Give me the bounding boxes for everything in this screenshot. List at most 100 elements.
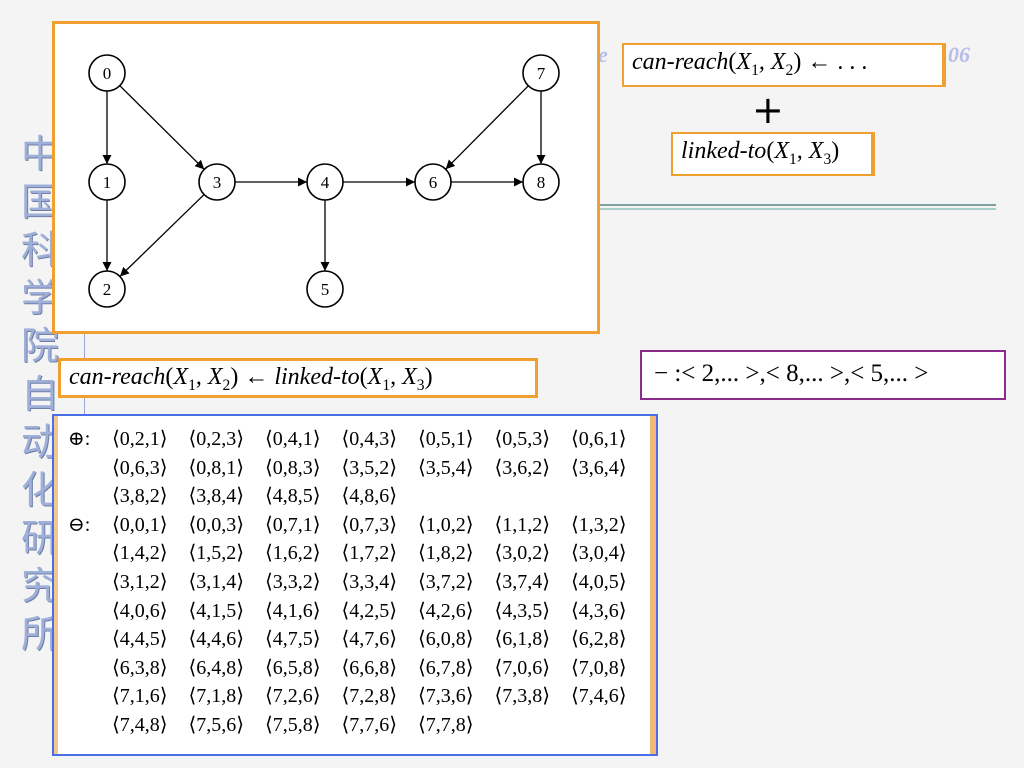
tuple: ⟨7,1,8⟩ bbox=[188, 685, 245, 708]
tuple: ⟨3,3,4⟩ bbox=[341, 571, 398, 593]
tuple: ⟨3,1,2⟩ bbox=[112, 571, 168, 593]
negative-summary-box: − :< 2,... >,< 8,... >,< 5,... > bbox=[640, 350, 1006, 400]
edge-7-6 bbox=[445, 85, 529, 170]
tuple: ⟨6,5,8⟩ bbox=[265, 656, 321, 679]
tuple: ⟨4,8,5⟩ bbox=[265, 485, 321, 508]
tuple: ⟨1,5,2⟩ bbox=[188, 542, 245, 565]
tuple: ⟨7,0,8⟩ bbox=[571, 656, 627, 679]
tuple: ⟨4,2,6⟩ bbox=[418, 599, 474, 622]
tuple: ⟨0,6,3⟩ bbox=[112, 456, 168, 479]
tuple: ⟨6,1,8⟩ bbox=[494, 628, 551, 651]
negative-summary-text: − :< 2,... >,< 8,... >,< 5,... > bbox=[654, 360, 929, 387]
tuple: ⟨1,6,2⟩ bbox=[265, 542, 321, 565]
tuple: ⟨3,7,2⟩ bbox=[418, 571, 474, 593]
tuple: ⟨1,4,2⟩ bbox=[112, 542, 168, 565]
partial-heading-right: 06 bbox=[948, 42, 970, 67]
tuple: ⟨7,3,8⟩ bbox=[494, 685, 551, 708]
clause-box: can-reach(X1, X2) ← linked-to(X1, X3) bbox=[58, 358, 538, 398]
tuple: ⟨4,0,5⟩ bbox=[571, 571, 627, 593]
tuple: ⟨7,2,6⟩ bbox=[265, 685, 321, 708]
tuple: ⟨1,0,2⟩ bbox=[418, 513, 474, 536]
node-8 bbox=[522, 163, 560, 201]
tuple: ⟨4,8,6⟩ bbox=[341, 485, 398, 508]
node-2 bbox=[88, 270, 126, 308]
tuple-row: ⟨3,1,2⟩ ⟨3,1,4⟩ ⟨3,3,2⟩ ⟨3,3,4⟩ ⟨3,7,2⟩ ⟨3,7,… bbox=[68, 569, 648, 594]
tuple: ⟨0,7,1⟩ bbox=[265, 513, 321, 536]
node-label-0: 0 bbox=[103, 64, 112, 83]
tuple: ⟨4,7,5⟩ bbox=[265, 628, 321, 651]
edge-0-3 bbox=[119, 85, 205, 170]
tuple: ⟨7,4,6⟩ bbox=[571, 685, 627, 708]
tuple: ⟨3,8,4⟩ bbox=[188, 485, 245, 508]
node-3 bbox=[198, 163, 236, 201]
tuple: ⟨1,8,2⟩ bbox=[418, 542, 474, 565]
panel-right-bar bbox=[650, 416, 656, 754]
tuple: ⟨7,3,6⟩ bbox=[418, 685, 474, 708]
tuple: ⟨4,7,6⟩ bbox=[341, 628, 398, 651]
node-label-4: 4 bbox=[321, 173, 330, 192]
rule-arrow: ← . . . bbox=[801, 49, 868, 75]
rule-head-pred: can-reach bbox=[632, 49, 729, 75]
literal-box: linked-to(X1, X3) bbox=[671, 132, 875, 176]
tuple: ⟨6,6,8⟩ bbox=[341, 656, 398, 679]
tuple: ⟨3,6,2⟩ bbox=[494, 456, 551, 479]
rule-separator-shadow bbox=[600, 208, 996, 210]
plus-sign: + bbox=[752, 88, 784, 132]
rule-separator bbox=[600, 204, 996, 206]
tuple: ⟨3,0,2⟩ bbox=[494, 542, 551, 565]
literal-pred: linked-to bbox=[681, 138, 767, 164]
tuple-row: ⟨6,3,8⟩⟨6,4,8⟩⟨6,5,8⟩⟨6,6,8⟩⟨6,7,8⟩⟨7,0,… bbox=[68, 655, 648, 680]
tuple-row: ⊖:⟨0,0,1⟩⟨0,0,3⟩⟨0,7,1⟩⟨0,7,3⟩⟨1,0,2⟩⟨1,… bbox=[68, 512, 648, 537]
node-4 bbox=[306, 163, 344, 201]
tuple-row: ⟨1,4,2⟩⟨1,5,2⟩⟨1,6,2⟩⟨1,7,2⟩⟨1,8,2⟩⟨3,0,… bbox=[68, 540, 648, 565]
tuple: ⟨0,2,1⟩ bbox=[112, 428, 168, 450]
tuple-row: ⟨3,8,2⟩⟨3,8,4⟩⟨4,8,5⟩⟨4,8,6⟩ bbox=[68, 483, 418, 508]
node-label-1: 1 bbox=[103, 173, 112, 192]
tuple: ⟨3,3,2⟩ bbox=[265, 571, 321, 593]
tuple: ⟨0,0,1⟩ bbox=[112, 513, 168, 536]
tuple: ⟨0,2,3⟩ bbox=[188, 428, 245, 450]
node-5 bbox=[306, 270, 344, 308]
tuple-row: ⟨0,6,3⟩⟨0,8,1⟩⟨0,8,3⟩⟨3,5,2⟩⟨3,5,4⟩⟨3,6,… bbox=[68, 455, 648, 480]
tuple: ⟨7,4,8⟩ bbox=[112, 714, 168, 736]
node-label-5: 5 bbox=[321, 280, 330, 299]
tuple: ⟨0,8,1⟩ bbox=[188, 456, 245, 479]
tuple: ⟨4,2,5⟩ bbox=[341, 599, 398, 622]
tuple-sign: ⊕: bbox=[68, 428, 91, 450]
tuple-row: ⟨4,0,6⟩ ⟨4,1,5⟩ ⟨4,1,6⟩ ⟨4,2,5⟩ ⟨4,2,6⟩ ⟨4,3,… bbox=[68, 598, 648, 623]
tuple: ⟨4,1,5⟩ bbox=[188, 599, 245, 622]
tuple-panel: ⊕:⟨0,2,1⟩⟨0,2,3⟩⟨0,4,1⟩⟨0,4,3⟩⟨0,5,1⟩⟨0,… bbox=[52, 414, 658, 756]
tuple: ⟨0,0,3⟩ bbox=[188, 513, 245, 536]
tuple: ⟨6,3,8⟩ bbox=[112, 656, 168, 679]
node-6 bbox=[414, 163, 452, 201]
tuple: ⟨4,1,6⟩ bbox=[265, 599, 321, 622]
node-7 bbox=[522, 54, 560, 92]
tuple: ⟨4,3,6⟩ bbox=[571, 599, 627, 622]
tuple: ⟨7,2,8⟩ bbox=[341, 685, 398, 708]
node-label-6: 6 bbox=[429, 173, 438, 192]
tuple-row: ⊕:⟨0,2,1⟩⟨0,2,3⟩⟨0,4,1⟩⟨0,4,3⟩⟨0,5,1⟩⟨0,… bbox=[68, 426, 648, 451]
node-label-7: 7 bbox=[537, 64, 546, 83]
tuple: ⟨4,0,6⟩ bbox=[112, 599, 168, 622]
tuple: ⟨4,4,5⟩ bbox=[112, 628, 168, 651]
tuple: ⟨3,0,4⟩ bbox=[571, 542, 627, 565]
side-char: 自 bbox=[20, 372, 59, 416]
rule-head-box: can-reach(X1, X2) ← . . . bbox=[622, 43, 946, 87]
partial-heading-left: e bbox=[598, 42, 608, 67]
tuple-row: ⟨4,4,5⟩⟨4,4,6⟩⟨4,7,5⟩⟨4,7,6⟩⟨6,0,8⟩⟨6,1,… bbox=[68, 626, 648, 651]
node-1 bbox=[88, 163, 126, 201]
tuple: ⟨6,4,8⟩ bbox=[188, 656, 245, 679]
node-label-3: 3 bbox=[213, 173, 222, 192]
node-label-2: 2 bbox=[103, 280, 112, 299]
tuple: ⟨7,1,6⟩ bbox=[112, 685, 168, 708]
tuple-row: ⟨7,4,8⟩⟨7,5,6⟩⟨7,5,8⟩⟨7,7,6⟩⟨7,7,8⟩ bbox=[68, 712, 495, 737]
tuple-row: ⟨7,1,6⟩ ⟨7,1,8⟩ ⟨7,2,6⟩ ⟨7,2,8⟩ ⟨7,3,6⟩ ⟨7,3,… bbox=[68, 683, 648, 708]
tuple: ⟨7,7,6⟩ bbox=[341, 714, 398, 736]
tuple: ⟨7,7,8⟩ bbox=[418, 714, 474, 736]
tuple: ⟨6,0,8⟩ bbox=[418, 628, 474, 651]
tuple: ⟨3,6,4⟩ bbox=[571, 456, 627, 479]
node-0 bbox=[88, 54, 126, 92]
tuple: ⟨3,7,4⟩ bbox=[494, 571, 551, 593]
tuple: ⟨0,4,1⟩ bbox=[265, 428, 321, 450]
tuple: ⟨3,1,4⟩ bbox=[188, 571, 245, 593]
